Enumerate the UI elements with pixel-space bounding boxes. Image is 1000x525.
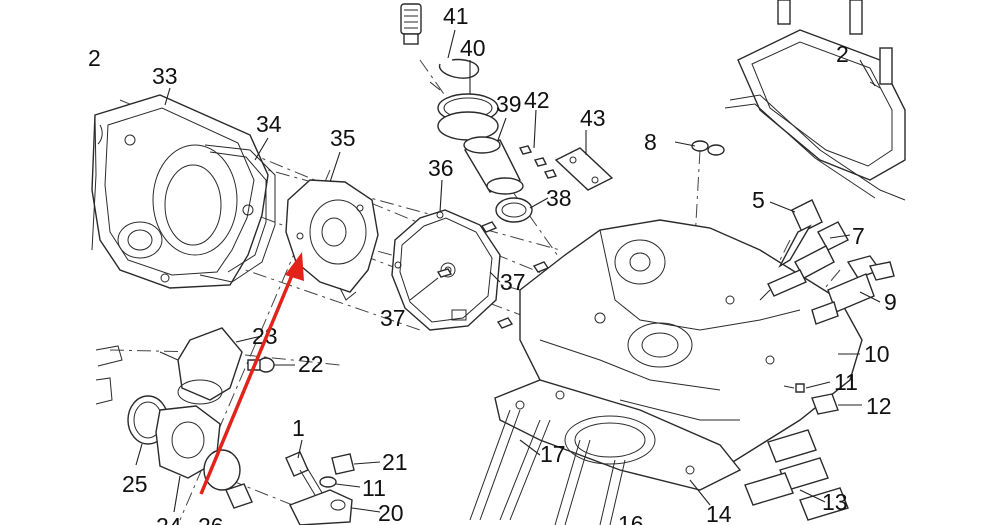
- leader-lines: [135, 29, 881, 513]
- label-7: 7: [852, 223, 865, 249]
- label-16: 16: [618, 511, 644, 525]
- circlip-part-40: [429, 58, 480, 91]
- housing-part-24: [155, 405, 221, 479]
- label-11-bottom: 11: [362, 475, 386, 501]
- head-gasket-part-14: [494, 379, 742, 491]
- label-39: 39: [496, 91, 522, 117]
- label-41: 41: [443, 3, 469, 29]
- label-8: 8: [644, 129, 657, 155]
- bolt-part-12: [811, 393, 839, 415]
- label-37-left: 37: [380, 305, 406, 331]
- label-35: 35: [330, 125, 356, 151]
- bolts-part-2: [777, 0, 893, 89]
- left-edge-fittings: [95, 345, 123, 405]
- label-25: 25: [122, 471, 148, 497]
- sensor-part-5: [778, 199, 823, 268]
- washer-part-11: [783, 383, 805, 393]
- label-1: 1: [292, 415, 305, 441]
- label-24: 24: [156, 513, 182, 525]
- label-11-right: 11: [834, 369, 858, 395]
- label-2: 2: [836, 41, 849, 67]
- label-33: 33: [152, 63, 178, 89]
- gasket-part-26: [203, 449, 241, 491]
- tappets-part-13: [744, 429, 849, 521]
- bolts-part-42: [518, 145, 558, 179]
- ring-part-38: [495, 197, 533, 223]
- valve-cover-part-2: [724, 29, 906, 201]
- head-cover-part-33: [91, 94, 269, 289]
- label-5: 5: [752, 187, 765, 213]
- washer-part-11-bottom: [319, 476, 337, 488]
- o-ring-part-40: [437, 93, 499, 141]
- spark-plug-part-41: [400, 3, 422, 45]
- thermostat-housing-part-23: [159, 327, 243, 405]
- studs-part-17: [469, 409, 626, 525]
- label-34: 34: [256, 111, 282, 137]
- bolt-part-1: [285, 451, 325, 501]
- plate-part-35: [285, 179, 379, 301]
- gasket-part-34: [199, 144, 276, 283]
- label-42: 42: [524, 87, 550, 113]
- part-labels: 2 33 34 35 36 41 40 39 42 43 38 37 37 8 …: [88, 3, 897, 525]
- label-13: 13: [822, 489, 848, 515]
- bracket-part-43: [554, 147, 614, 191]
- label-26: 26: [198, 513, 224, 525]
- label-37-right: 37: [500, 269, 526, 295]
- spark-plug-part-7: [759, 221, 849, 301]
- label-38: 38: [546, 185, 572, 211]
- label-21: 21: [382, 449, 408, 475]
- bracket-part-20: [289, 489, 353, 525]
- label-20: 20: [378, 500, 404, 525]
- plugs-part-8: [691, 140, 725, 156]
- label-9: 9: [884, 289, 897, 315]
- label-40: 40: [460, 35, 486, 61]
- red-callout-arrow: [199, 252, 304, 495]
- injector-part-9: [811, 255, 895, 325]
- label-43: 43: [580, 105, 606, 131]
- label-cut-left: 2: [88, 45, 101, 71]
- label-10: 10: [864, 341, 890, 367]
- label-36: 36: [428, 155, 454, 181]
- bolt-part-bottom: [225, 483, 253, 509]
- bolt-part-21: [331, 453, 355, 475]
- label-12: 12: [866, 393, 892, 419]
- sleeve-part-39: [463, 136, 524, 195]
- label-22: 22: [298, 351, 324, 377]
- label-17: 17: [540, 441, 566, 467]
- label-14: 14: [706, 501, 732, 525]
